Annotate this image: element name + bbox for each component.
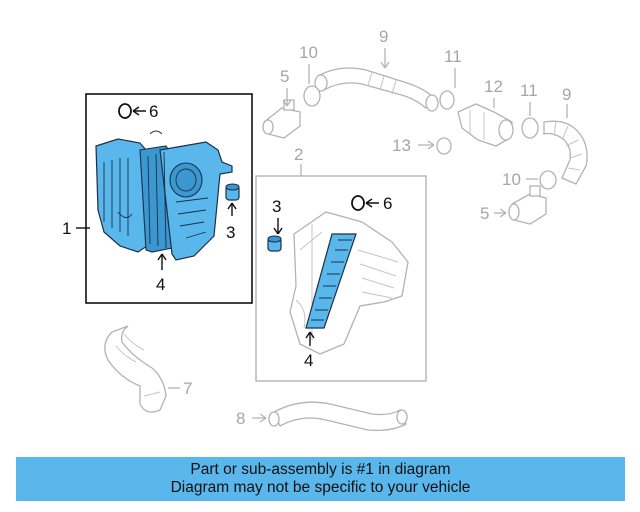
callout-6-right: 6 bbox=[383, 194, 392, 213]
clamp-small-outline bbox=[436, 137, 452, 155]
banner-line-2: Diagram may not be specific to your vehi… bbox=[170, 479, 471, 496]
o-ring-right-icon bbox=[351, 195, 365, 211]
air-cleaner-assembly-highlighted bbox=[95, 130, 233, 261]
o-ring-left-icon bbox=[118, 103, 132, 119]
leader-6-right bbox=[365, 198, 379, 208]
callout-11-upper: 11 bbox=[444, 47, 462, 66]
callout-9-right: 9 bbox=[562, 85, 571, 104]
callout-5-top: 5 bbox=[280, 67, 289, 86]
leader-4-right bbox=[305, 331, 315, 346]
clamp-top-outline bbox=[303, 85, 321, 107]
outlet-duct-outline bbox=[104, 325, 167, 413]
callout-3-left: 3 bbox=[226, 223, 235, 242]
callout-7: 7 bbox=[183, 379, 192, 398]
inlet-duct-outline bbox=[268, 401, 408, 432]
banner-line-1: Part or sub-assembly is #1 in diagram bbox=[190, 461, 451, 478]
maf-sensor-top-outline bbox=[262, 99, 301, 139]
callout-4-right: 4 bbox=[304, 351, 313, 370]
callout-10-right: 10 bbox=[502, 170, 521, 189]
grommet-right-highlighted bbox=[267, 235, 282, 252]
clamp-right-outline bbox=[539, 170, 557, 190]
connector-outline bbox=[457, 103, 514, 147]
clamp-lower-outline bbox=[521, 117, 539, 139]
callout-11-lower: 11 bbox=[520, 81, 538, 100]
callout-13: 13 bbox=[392, 136, 411, 155]
intake-hose-top-outline bbox=[314, 67, 439, 112]
clamp-upper-outline bbox=[439, 90, 455, 110]
callout-6-left: 6 bbox=[149, 102, 158, 121]
callout-2: 2 bbox=[294, 145, 303, 164]
intake-hose-right-outline bbox=[543, 120, 588, 185]
air-cleaner-housing-outline bbox=[289, 211, 409, 355]
housing-assembly-frame bbox=[255, 175, 427, 382]
grommet-left-highlighted bbox=[225, 183, 240, 201]
callout-12: 12 bbox=[484, 77, 503, 96]
callout-3-right: 3 bbox=[272, 197, 281, 216]
callout-1: 1 bbox=[62, 219, 71, 238]
callout-9-top: 9 bbox=[379, 27, 388, 46]
callout-5-right: 5 bbox=[480, 204, 489, 223]
callout-8: 8 bbox=[236, 409, 245, 428]
parts-diagram: 1 2 3 3 4 4 5 5 6 6 7 8 9 9 10 10 11 11 … bbox=[62, 27, 588, 432]
maf-sensor-right-outline bbox=[508, 185, 547, 225]
callout-10-top: 10 bbox=[299, 43, 318, 62]
leader-6-left bbox=[132, 106, 146, 116]
callout-4-left: 4 bbox=[156, 275, 165, 294]
info-banner: Part or sub-assembly is #1 in diagram Di… bbox=[16, 457, 625, 501]
leader-3-right bbox=[273, 218, 283, 235]
leader-4-left bbox=[157, 253, 167, 270]
leader-3-left bbox=[227, 202, 237, 216]
filter-element-right-highlighted bbox=[305, 233, 357, 329]
highlight-assembly-frame bbox=[85, 93, 253, 304]
grey-leaders bbox=[168, 48, 568, 423]
